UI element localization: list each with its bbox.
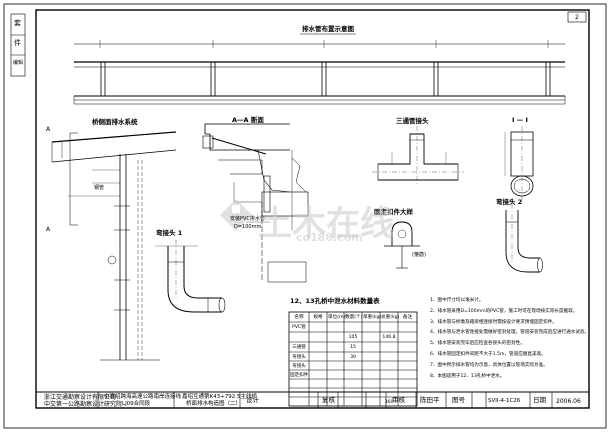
pipe-tag: 钢管 [94,185,105,191]
side-stamp-mid: 件 [14,39,21,47]
institute-line-2: 中交第一公路勘察设计研究院 [44,401,123,408]
section-a-a-title: A—A 断面 [232,116,264,124]
tee-joint-title: 三通管接头 [396,117,429,125]
side-stamp-box [10,13,26,77]
inner-border [35,9,590,409]
downpipe-1 [100,61,106,97]
section-pipe [263,175,271,213]
review-label: 复核 [322,396,335,404]
table-cell: 30 [350,355,356,360]
note-item: 5、排水管安装完毕后应检查各接头的密封性。 [430,341,525,347]
date-label: 日期 [533,396,546,404]
material-table-grid [288,311,418,407]
table-cell: PVC管 [292,325,306,330]
downpipe-2 [210,61,216,97]
table-header-cell: 名称 [294,315,304,320]
note-item: 6、排水管固定扣件间距不大于1.5m，管道应顺直美观。 [430,352,546,357]
drawing-title-line-1: 嘉绍互通第K43+792.5主线桥 [182,394,257,400]
drawing-no-label: 图号 [452,396,465,404]
bend-detail-1 [155,240,226,313]
note-item: 1、图中尺寸均以毫米计。 [430,298,484,303]
table-cell: 弯接头 [292,355,306,360]
downpipe-3 [321,61,327,97]
drawing-title-line-2: 桥面排水构造图（二） [186,401,242,407]
table-header-cell: 备注 [402,315,413,320]
side-stamp-bottom: 编辑 [13,60,24,66]
side-drainage-view [51,131,177,361]
bend-detail-1-title: 弯接头 1 [156,229,183,237]
approve-label: 审核 [392,396,405,404]
note-item: 8、本图适用于12、13孔桥中泄水。 [430,373,505,379]
project-line-2: LJ09合同段 [122,401,151,407]
downpipe-5 [545,61,551,97]
clamp-detail [384,221,420,269]
note-item: 7、图中所示排水管均为示意，具体位置以现场实际为准。 [430,362,548,368]
section-i-i-detail [504,126,534,200]
table-cell: 105 [348,335,358,340]
section-i-i-title: I — I [512,116,528,124]
table-cell: 15 [350,345,356,350]
clamp-note: (箍筋) [412,252,426,258]
downpipe-4 [433,61,439,97]
tee-joint-detail [372,126,464,186]
table-header-cell: 单重(kg) [363,315,382,320]
table-header-cell: 单位(m) [328,315,346,320]
table-cell: 三通管 [292,345,306,350]
design-label: 设计 [246,396,259,404]
section-marker-a-lower: A [46,226,51,233]
elevation-view [73,33,566,105]
note-item: 4、排水管与泄水管连接处需做好密封处理，管道安装完成后应进行通水试验。 [430,330,590,336]
institute-line-1: 浙江交通勘察设计有限公司 [44,394,117,401]
side-stamp-top: 套 [14,19,21,27]
bend-detail-2 [505,204,543,273]
bend-detail-2-title: 弯接头 2 [496,198,523,206]
table-header-cell: 数量(个) [345,315,363,320]
project-line-1: 中嘉绍跨海高速公路南岸连接线 [104,394,182,400]
watermark-logo-icon [220,199,252,231]
clamp-detail-title: 固定扣件大样 [374,208,413,216]
section-marker-a-upper: A [46,126,51,133]
material-table-title: 12、13孔桥中泄水材料数量表 [290,297,380,305]
table-cell: 固定扣件 [290,373,309,378]
elevation-title: 排水管布置示意图 [302,25,354,33]
approver-name: 陈田平 [420,396,440,404]
table-cell: 360 [384,400,394,405]
section-a-a-view [202,123,309,283]
watermark-site: co188.com [296,231,363,244]
note-item: 2、排水管采用D=100mm的PVC管，施工时可在现场按实际长度截取。 [430,308,578,314]
title-block-grid [36,391,589,408]
table-header-cell: 规格 [313,315,323,320]
note-item: 3、排水管与桥墩及箱梁相连接时需按设计要求预埋固定扣件。 [430,319,557,325]
date: 2006.06 [556,398,581,405]
watermark-brand: 土木在线 [258,204,394,244]
table-cell: 146.8 [382,335,396,340]
table-header-cell: 总重(kg) [381,315,400,320]
drawing-no: SVII-4-1C26 [488,398,521,404]
table-cell: 弯接头 [292,364,306,369]
section-note-2: D=100mm [234,224,262,230]
sheet-number-box [567,11,587,23]
side-view-title: 桥侧面排水系统 [92,118,138,126]
section-note-1: 安装PVC排水管 [230,216,265,222]
sheet-number: 2 [575,14,579,21]
